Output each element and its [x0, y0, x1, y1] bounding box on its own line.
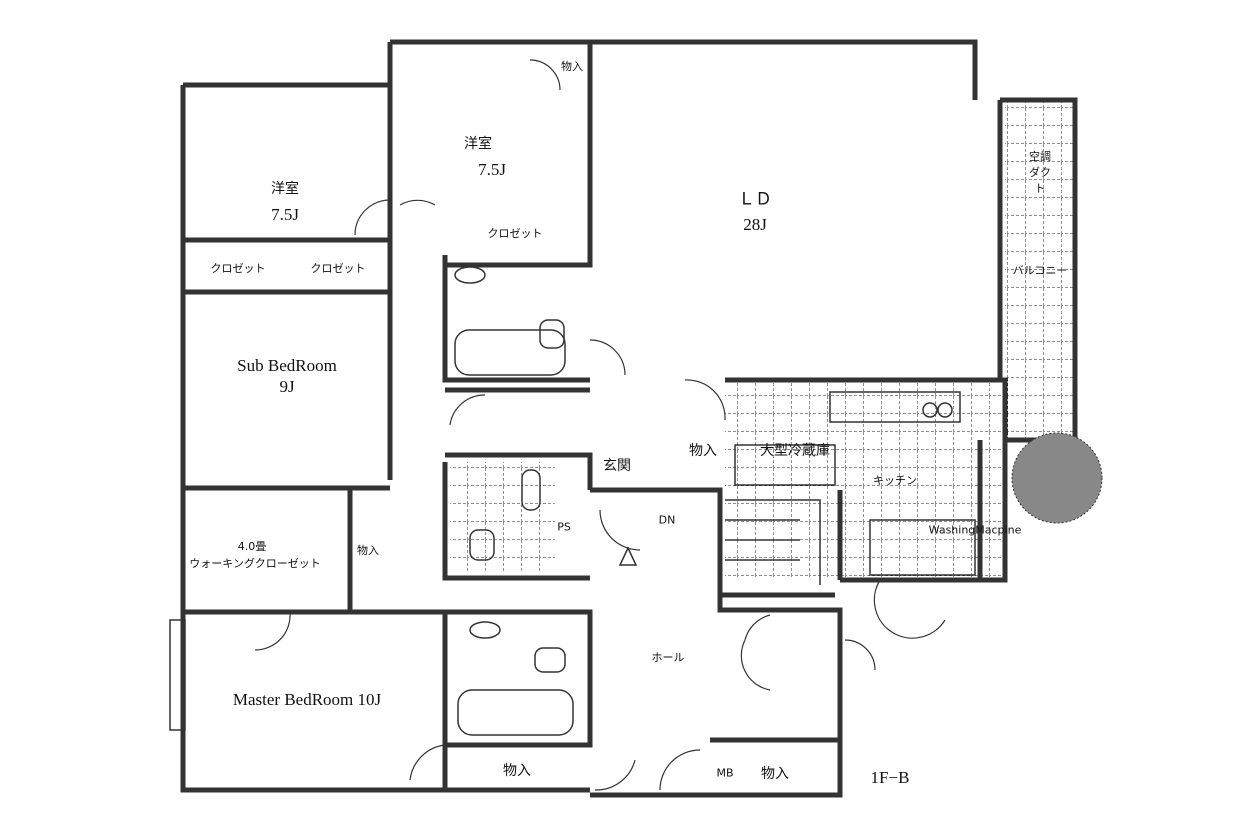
room-name-hall: ホール — [651, 651, 685, 664]
room-name-entrance: 玄関 — [603, 458, 631, 474]
bath-tiles — [450, 462, 555, 572]
room-size-walk-in-closet: 4.0畳 — [237, 540, 267, 553]
fridge-label: 大型冷蔵庫 — [760, 443, 830, 459]
storage-label: 物入 — [561, 60, 583, 73]
storage-label: 物入 — [689, 443, 717, 459]
dn-label: DN — [658, 513, 676, 527]
room-name-ld: ＬＤ — [738, 189, 772, 209]
room-size-ld: 28J — [743, 215, 767, 234]
room-name-walk-in-closet: ウォーキングクローゼット — [189, 557, 321, 570]
ps-label: PS — [557, 520, 571, 534]
fixtures — [169, 110, 976, 736]
closet-label: クロゼット — [310, 262, 366, 275]
room-name-western-2: 洋室 — [464, 136, 492, 152]
room-name-western-1: 洋室 — [271, 181, 299, 197]
unit-label: 1F−B — [870, 768, 910, 787]
closet-label: クロゼット — [210, 262, 266, 275]
washing-machine-label: WashingMacpine — [928, 523, 1022, 537]
storage-label: 物入 — [503, 763, 531, 779]
tree — [1011, 432, 1103, 524]
room-size-sub-bedroom: 9J — [279, 377, 295, 396]
walls — [180, 39, 1078, 798]
room-name-balcony: バルコニー — [1012, 264, 1068, 277]
storage-label: 物入 — [761, 766, 789, 782]
doors — [254, 59, 946, 791]
mb-label: MB — [716, 766, 734, 780]
closet-label: クロゼット — [487, 227, 543, 240]
room-name-kitchen: キッチン — [873, 474, 917, 487]
room-name-master-bedroom: Master BedRoom 10J — [232, 690, 382, 709]
balcony-tiles — [1005, 102, 1073, 438]
kitchen-tiles — [725, 382, 1005, 577]
aircon-label: 空調ダクト — [1029, 150, 1051, 195]
room-name-sub-bedroom: Sub BedRoom — [237, 356, 337, 375]
room-size-western-2: 7.5J — [478, 160, 506, 179]
room-size-western-1: 7.5J — [271, 205, 299, 224]
storage-label: 物入 — [357, 544, 379, 557]
